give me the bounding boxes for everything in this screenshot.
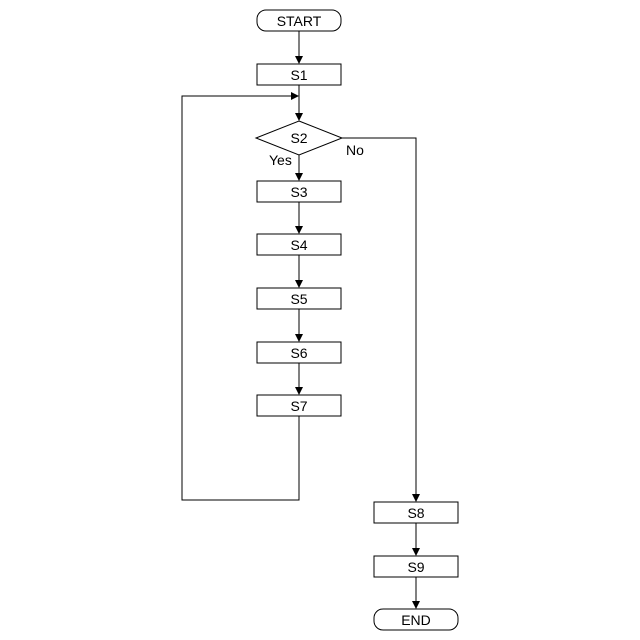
s4-label: S4 [290, 237, 307, 253]
process-s8: S8 [374, 502, 458, 523]
s3-label: S3 [290, 184, 307, 200]
start-terminator: START [257, 10, 341, 31]
s1-label: S1 [290, 67, 307, 83]
process-s7: S7 [257, 395, 341, 416]
process-s5: S5 [257, 288, 341, 309]
end-label: END [401, 612, 431, 628]
arrow-s2-no-to-s8 [342, 138, 416, 501]
s7-label: S7 [290, 398, 307, 414]
s5-label: S5 [290, 291, 307, 307]
process-s4: S4 [257, 234, 341, 255]
end-terminator: END [374, 609, 458, 630]
s2-label: S2 [290, 130, 307, 146]
process-s6: S6 [257, 342, 341, 363]
process-s3: S3 [257, 181, 341, 202]
yes-branch-label: Yes [269, 152, 292, 168]
s8-label: S8 [407, 505, 424, 521]
s6-label: S6 [290, 345, 307, 361]
process-s9: S9 [374, 556, 458, 577]
start-label: START [277, 13, 322, 29]
decision-s2: S2 [256, 121, 342, 155]
s9-label: S9 [407, 559, 424, 575]
process-s1: S1 [257, 64, 341, 85]
no-branch-label: No [346, 142, 364, 158]
